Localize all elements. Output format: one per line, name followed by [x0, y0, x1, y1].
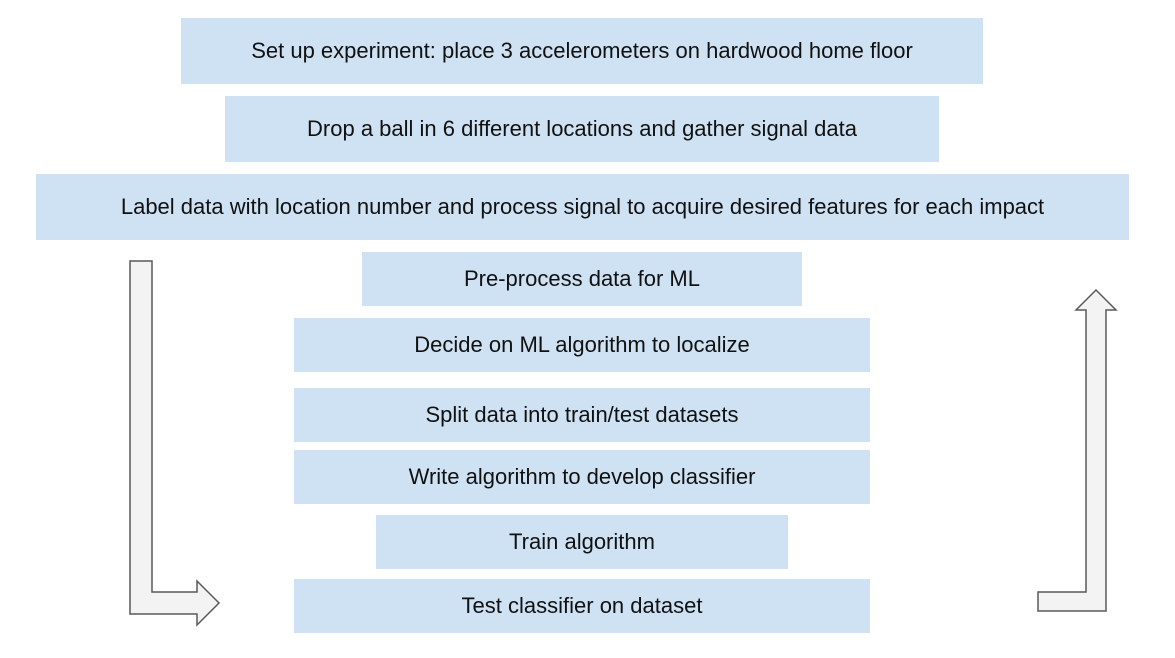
- step-5-label: Decide on ML algorithm to localize: [414, 332, 750, 357]
- step-3-box: Label data with location number and proc…: [36, 174, 1129, 240]
- step-1-label: Set up experiment: place 3 accelerometer…: [251, 38, 913, 63]
- step-1-box: Set up experiment: place 3 accelerometer…: [181, 18, 983, 84]
- step-6-label: Split data into train/test datasets: [425, 402, 739, 427]
- step-8-box: Train algorithm: [376, 515, 788, 569]
- down-right-arrow-icon: [129, 260, 221, 627]
- step-3-label: Label data with location number and proc…: [120, 194, 1045, 219]
- step-4-box: Pre-process data for ML: [362, 252, 802, 306]
- step-5-box: Decide on ML algorithm to localize: [294, 318, 870, 372]
- step-9-box: Test classifier on dataset: [294, 579, 870, 633]
- right-up-arrow-icon: [1037, 288, 1118, 612]
- step-7-box: Write algorithm to develop classifier: [294, 450, 870, 504]
- step-2-label: Drop a ball in 6 different locations and…: [307, 116, 857, 141]
- step-7-label: Write algorithm to develop classifier: [408, 464, 756, 489]
- step-2-box: Drop a ball in 6 different locations and…: [225, 96, 939, 162]
- step-9-label: Test classifier on dataset: [461, 593, 703, 618]
- step-8-label: Train algorithm: [509, 529, 655, 554]
- step-6-box: Split data into train/test datasets: [294, 388, 870, 442]
- step-4-label: Pre-process data for ML: [464, 266, 700, 291]
